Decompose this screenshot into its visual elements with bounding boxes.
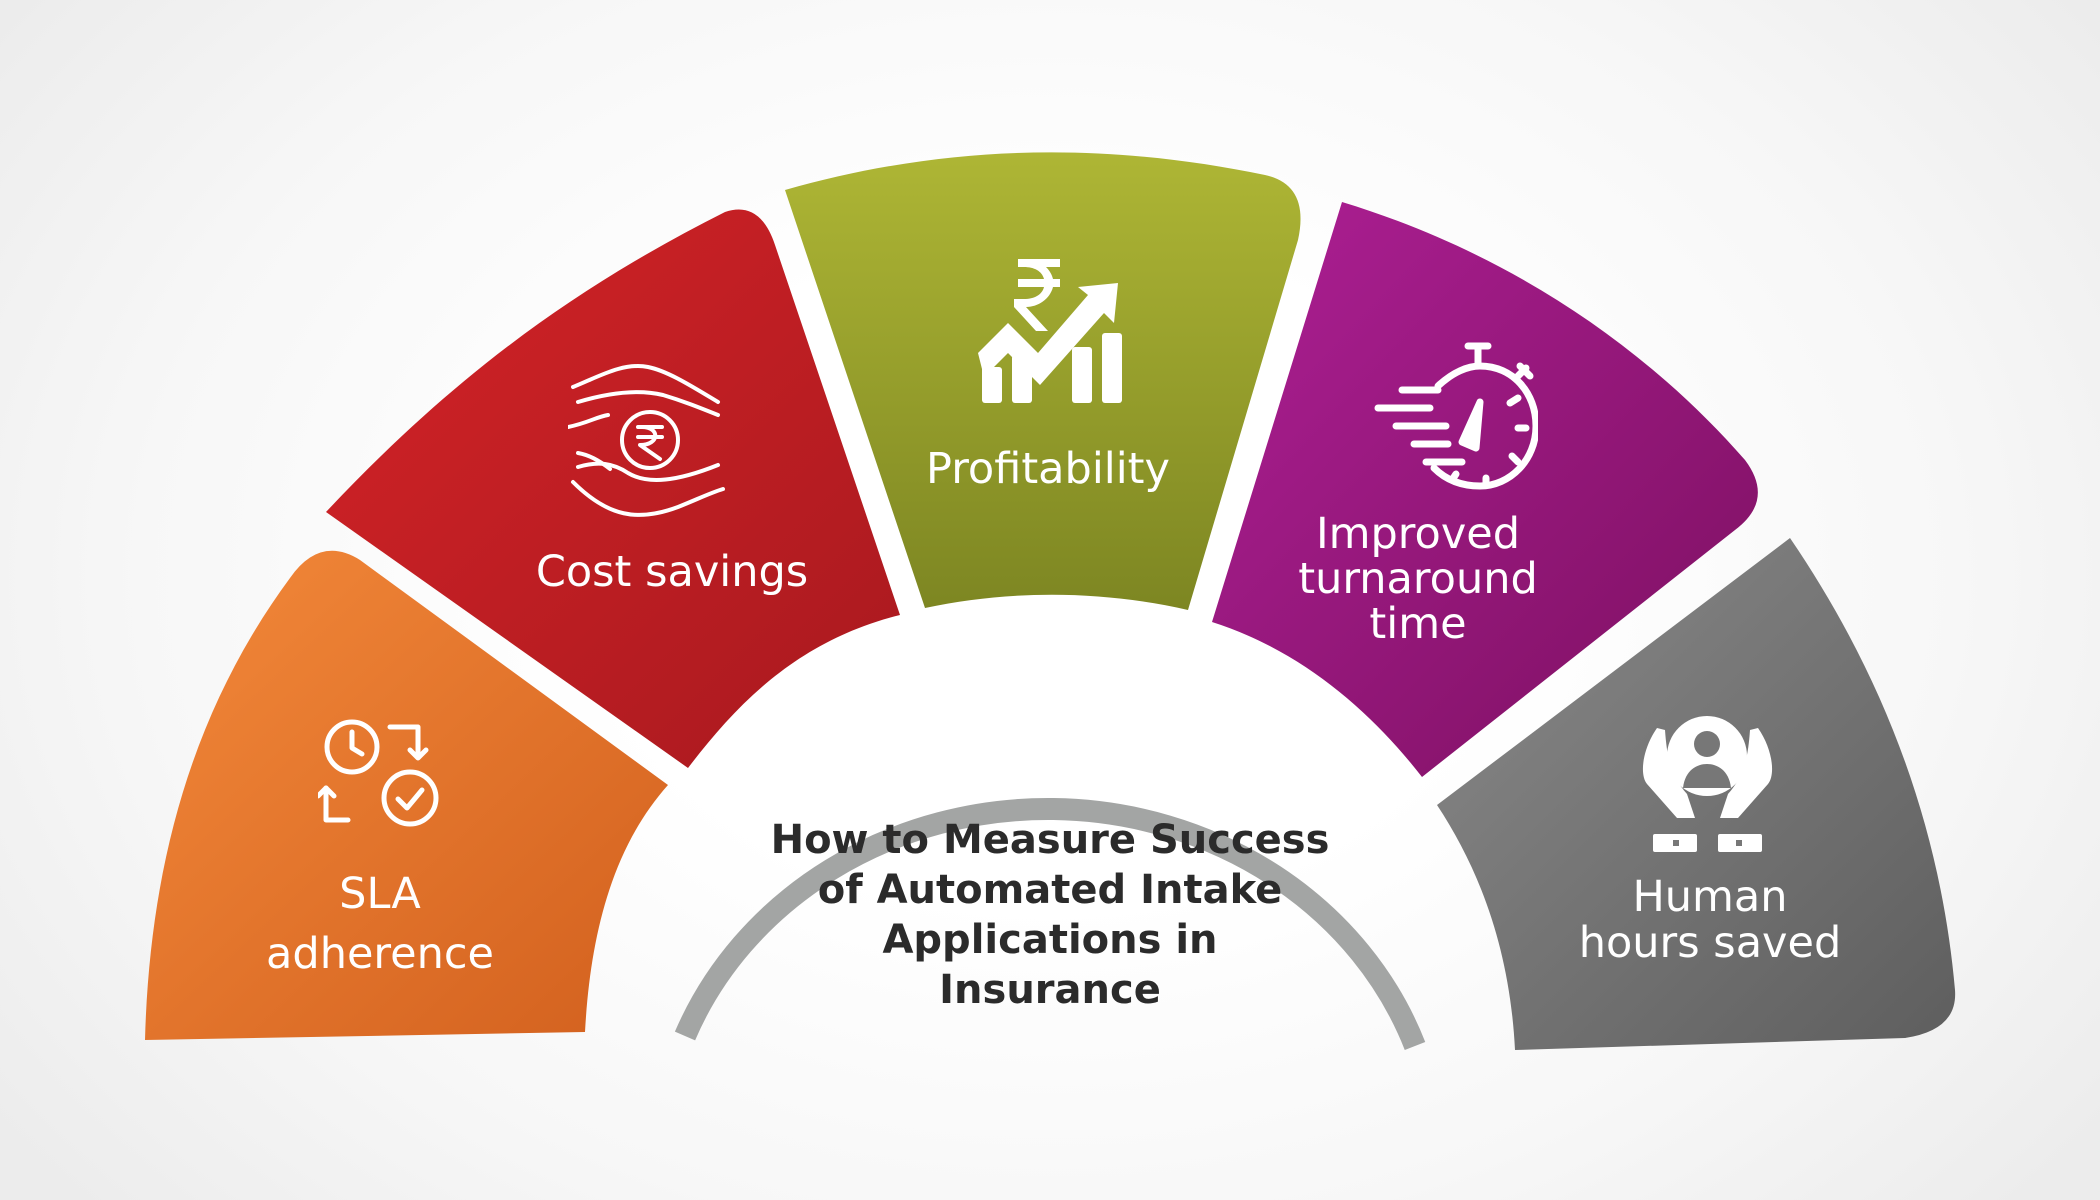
label-sla-adherence: SLA adherence [266,869,494,979]
label-cost-savings: Cost savings [535,547,809,597]
segment-cost-savings [326,209,900,768]
rupee-growth-chart-icon [968,255,1133,409]
label-improved-turnaround-time: Improved turnaround time [1298,509,1538,649]
segment-sla-adherence [145,550,668,1040]
clock-refresh-check-icon [315,712,448,836]
hands-protect-person-icon [1625,708,1790,867]
label-human-hours-saved: Human hours saved [1578,872,1842,968]
stopwatch-speed-icon [1368,338,1540,502]
label-profitability: Profitability [926,444,1170,494]
inner-arc-ring [674,798,1426,1051]
segment-improved-turnaround-time [1212,202,1758,777]
hands-rupee-coin-icon [566,357,728,531]
diagram-title: How to Measure Success of Automated Inta… [770,817,1330,1013]
